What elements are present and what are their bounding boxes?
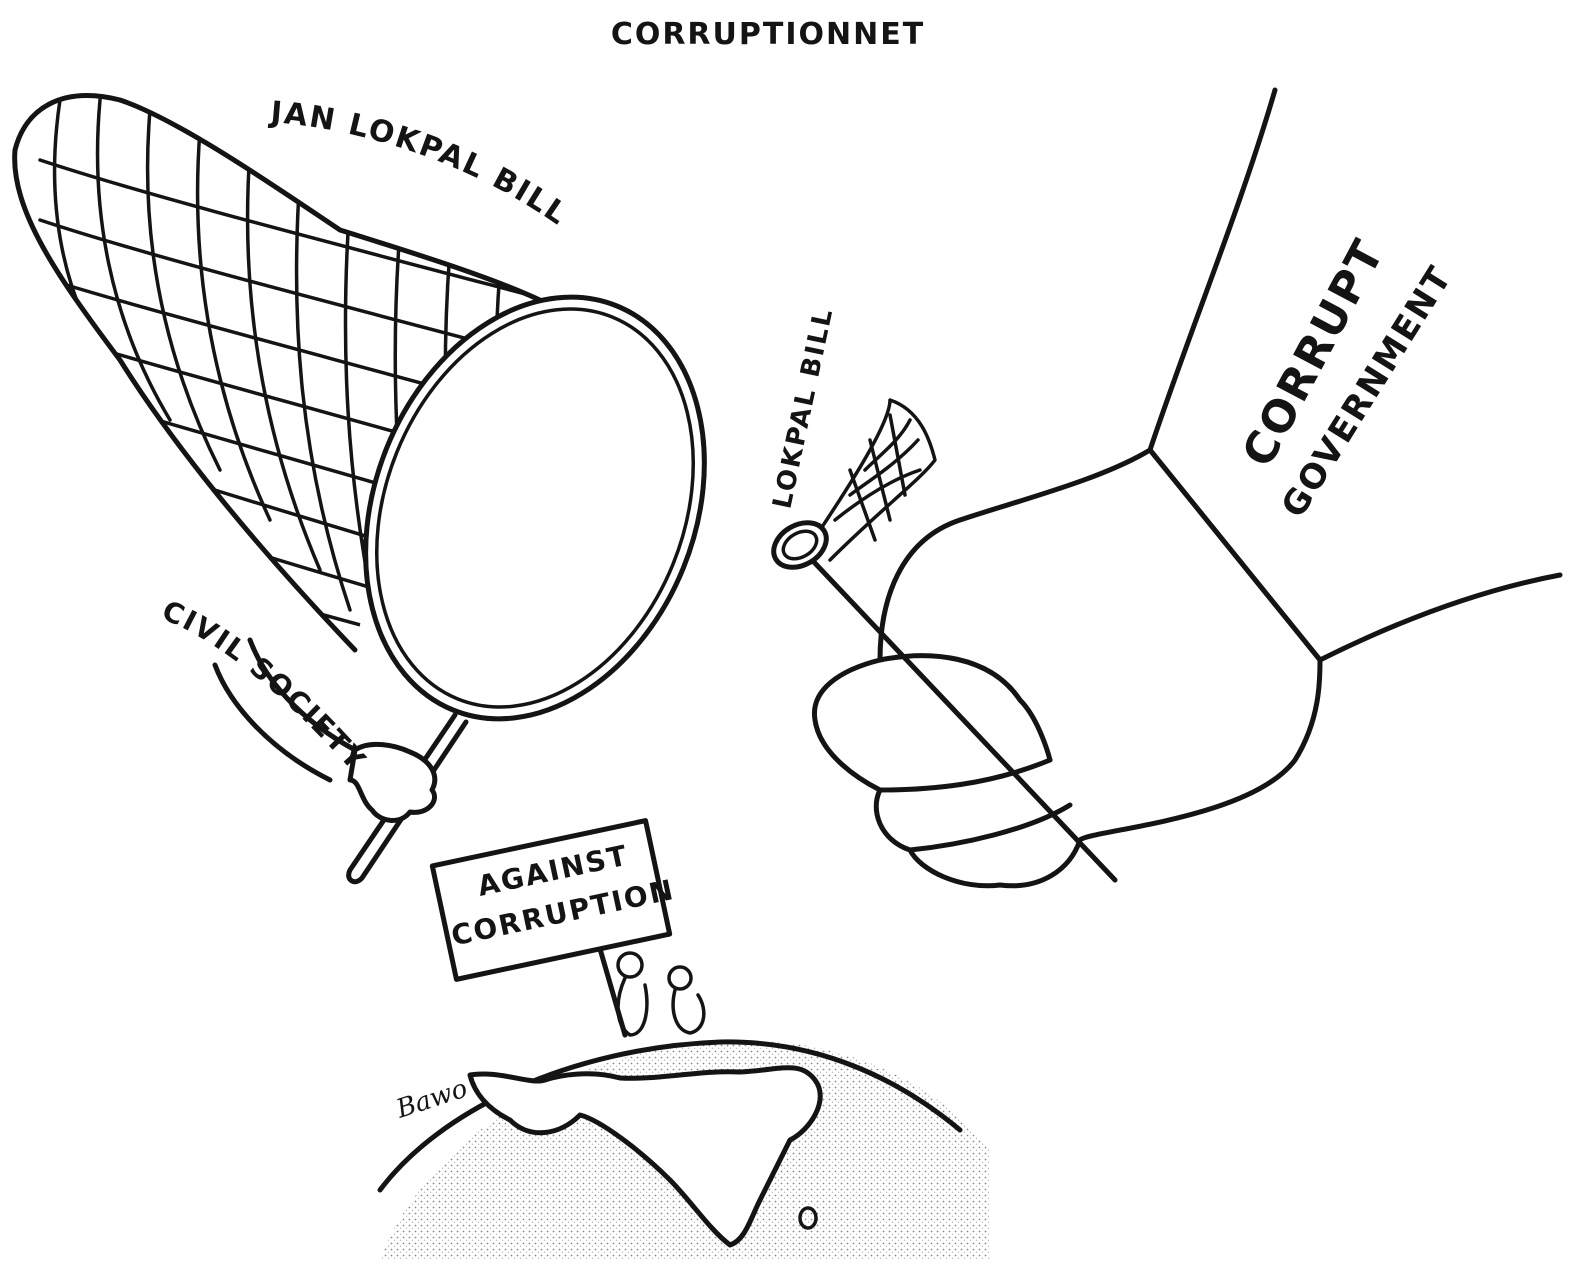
lokpal-bill-label: LOKPAL BILL — [768, 305, 840, 512]
big-net-outline — [12, 93, 551, 653]
big-net-handle — [346, 712, 469, 885]
civil-society-hand — [347, 741, 438, 823]
protesters — [616, 951, 706, 1037]
civil-society-label: CIVIL SOCIETY — [157, 594, 373, 778]
protest-sign-board — [429, 818, 673, 982]
small-net — [771, 398, 1118, 883]
big-net-hoop — [363, 294, 707, 722]
government-fist — [811, 447, 1323, 889]
big-net — [12, 93, 707, 885]
protest-sign: AGAINST CORRUPTION — [429, 818, 678, 1038]
india-map — [467, 1065, 823, 1248]
globe — [377, 1039, 990, 1260]
cartoon-title: CORRUPTIONNET — [611, 17, 925, 52]
civil-society-arm — [212, 637, 438, 823]
